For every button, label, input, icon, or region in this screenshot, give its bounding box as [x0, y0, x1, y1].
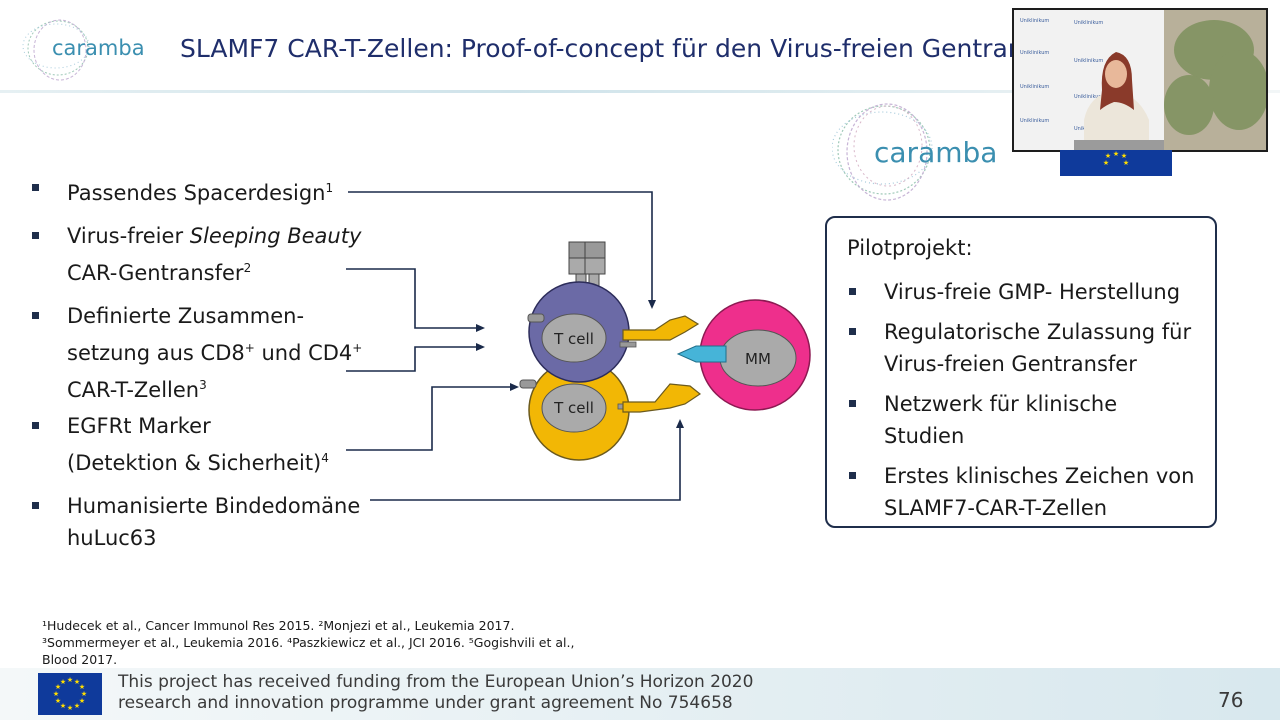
funding-line: research and innovation programme under … [118, 693, 733, 713]
connector-egfrt [346, 386, 512, 451]
pilot-title: Pilotprojekt: [847, 236, 973, 260]
slide-title: SLAMF7 CAR-T-Zellen: Proof-of-concept fü… [180, 34, 1020, 63]
svg-text:★: ★ [1113, 150, 1119, 158]
arrowhead-icon [510, 383, 519, 391]
caramba-logo-large-graphic [831, 103, 933, 201]
svg-text:★: ★ [55, 683, 61, 691]
svg-text:★: ★ [1105, 152, 1111, 160]
svg-text:★: ★ [60, 678, 66, 686]
bullet-icon [849, 288, 856, 295]
svg-text:★: ★ [60, 702, 66, 710]
svg-text:★: ★ [53, 690, 59, 698]
svg-text:★: ★ [74, 678, 80, 686]
svg-text:Uniklinikum: Uniklinikum [1074, 20, 1103, 26]
t-cell-label-bottom: T cell [553, 399, 594, 417]
bullet-icon [32, 502, 39, 509]
bullet-icon [32, 184, 39, 191]
arrowhead-icon [476, 343, 485, 351]
bullet-icon [849, 472, 856, 479]
connector-sleeping-beauty [346, 268, 478, 329]
svg-text:★: ★ [55, 697, 61, 705]
connector-spacer [348, 191, 653, 302]
reference-line: ³Sommermeyer et al., Leukemia 2016. ⁴Pas… [42, 635, 575, 650]
caramba-logo-graphic [22, 19, 90, 81]
connector-lines [346, 191, 681, 501]
caramba-logo-large: caramba [831, 98, 1017, 203]
funding-line: This project has received funding from t… [118, 672, 754, 692]
myeloma-cell: MM [676, 299, 811, 411]
references: ¹Hudecek et al., Cancer Immunol Res 2015… [42, 617, 662, 668]
svg-text:Uniklinikum: Uniklinikum [1074, 58, 1103, 64]
svg-text:★: ★ [1103, 159, 1109, 167]
svg-text:Uniklinikum: Uniklinikum [1020, 118, 1049, 124]
svg-text:Uniklinikum: Uniklinikum [1020, 50, 1049, 56]
t-cell-car-bottom: T cell [519, 359, 702, 461]
svg-text:Uniklinikum: Uniklinikum [1020, 18, 1049, 24]
caramba-logo-large-text: caramba [874, 136, 998, 169]
bullet-icon [32, 312, 39, 319]
bullet-icon [32, 232, 39, 239]
caramba-logo-text: caramba [52, 36, 145, 60]
svg-text:★: ★ [67, 676, 73, 684]
svg-text:Uniklinikum: Uniklinikum [1074, 94, 1103, 100]
svg-text:★: ★ [79, 683, 85, 691]
connector-cd8-cd4 [346, 346, 478, 372]
slamf7-antigen [676, 345, 727, 363]
svg-text:★: ★ [79, 697, 85, 705]
video-backdrop-text: Uniklinikum Würzburg [1014, 10, 1015, 11]
mm-label: MM [745, 350, 771, 368]
arrowhead-icon [676, 419, 684, 428]
svg-text:★: ★ [67, 704, 73, 712]
t-cell-car-top: T cell [527, 281, 700, 383]
svg-text:★: ★ [1123, 159, 1129, 167]
funding-statement: This project has received funding from t… [118, 672, 753, 714]
page-number: 76 [1218, 688, 1244, 712]
header-divider [0, 90, 1280, 93]
car-receptor-top [622, 315, 700, 341]
arrowhead-icon [476, 324, 485, 332]
bullet-icon [849, 328, 856, 335]
eu-flag-banner-icon: ★★★ ★★ [1060, 150, 1172, 176]
eu-stars-icon: ★★★ ★★ [1103, 150, 1129, 167]
car-receptor-bottom [622, 383, 702, 413]
svg-text:★: ★ [81, 690, 87, 698]
bullet-icon [32, 422, 39, 429]
arrowheads [476, 300, 684, 428]
car-t-diagram: T cell T cell MM [346, 191, 811, 501]
footer-bar [0, 668, 1280, 720]
eu-flag-icon: ★★★ ★★★ ★★★ ★★★ [38, 673, 102, 715]
arrowhead-icon [648, 300, 656, 309]
pilot-project-box: Pilotprojekt: Virus-freie GMP- Herstellu… [825, 216, 1217, 528]
svg-text:★: ★ [74, 702, 80, 710]
eu-stars-icon: ★★★ ★★★ ★★★ ★★★ [53, 676, 87, 712]
caramba-logo: caramba [20, 14, 150, 84]
bullet-icon [849, 400, 856, 407]
reference-line: Blood 2017. [42, 652, 118, 667]
t-cell-label-top: T cell [553, 330, 594, 348]
svg-text:★: ★ [1121, 152, 1127, 160]
reference-line: ¹Hudecek et al., Cancer Immunol Res 2015… [42, 618, 515, 633]
svg-text:Uniklinikum: Uniklinikum [1020, 84, 1049, 90]
connector-binder [370, 426, 681, 501]
